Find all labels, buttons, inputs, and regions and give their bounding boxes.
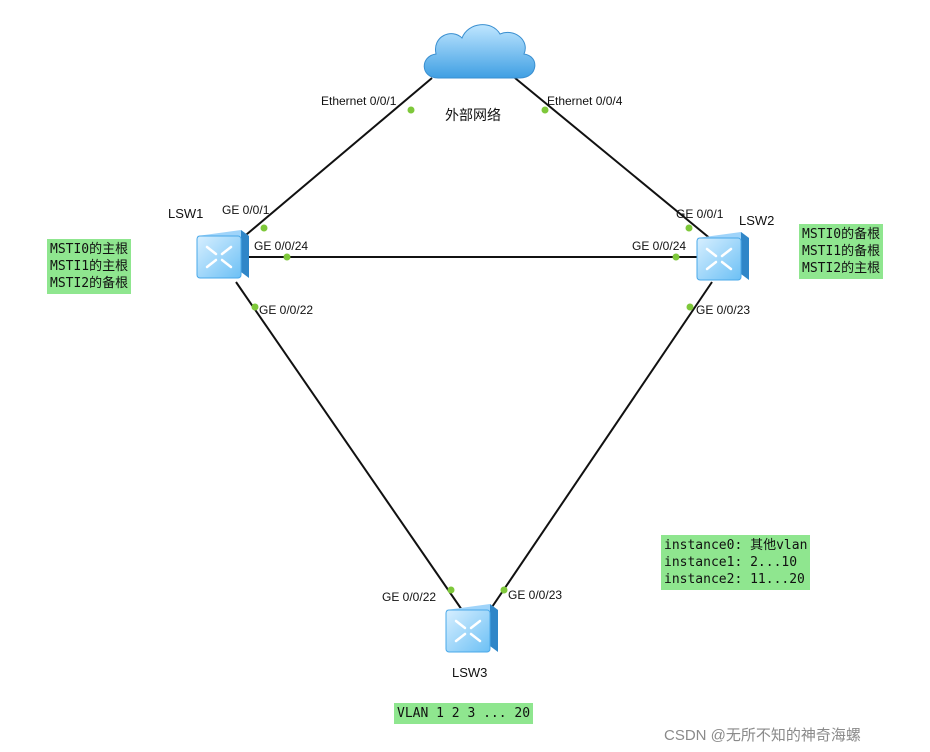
port-label: GE 0/0/22 (382, 590, 437, 604)
port-dot[interactable] (260, 224, 268, 232)
instance-mapping-note: instance0: 其他vlan instance1: 2...10 inst… (661, 535, 811, 590)
port-dot[interactable] (672, 253, 680, 261)
lsw2-root-note: MSTI0的备根 MSTI1的备根 MSTI2的主根 (799, 224, 884, 279)
note-line: instance0: 其他vlan (664, 538, 808, 553)
note-line: MSTI1的备根 (802, 244, 881, 259)
note-line: MSTI0的主根 (50, 242, 129, 257)
vlan-note: VLAN 1 2 3 ... 20 (394, 703, 534, 724)
lsw1-root-note: MSTI0的主根 MSTI1的主根 MSTI2的备根 (47, 239, 132, 294)
link-lsw2-lsw3 (489, 281, 713, 611)
note-line: instance2: 11...20 (664, 572, 805, 587)
note-line: MSTI2的主根 (802, 261, 881, 276)
watermark: CSDN @无所不知的神奇海螺 (664, 727, 861, 744)
note-line: instance1: 2...10 (664, 555, 798, 570)
note-line: MSTI0的备根 (802, 227, 881, 242)
port-dot[interactable] (447, 586, 455, 594)
port-dot[interactable] (407, 106, 415, 114)
device-label-lsw1: LSW1 (168, 206, 204, 221)
link-lsw1-lsw3 (235, 281, 463, 611)
port-label: GE 0/0/24 (632, 239, 687, 253)
port-dots (251, 106, 694, 594)
port-dot[interactable] (500, 586, 508, 594)
port-label: GE 0/0/23 (508, 588, 563, 602)
link-cloud-lsw2 (514, 77, 713, 241)
port-dot[interactable] (251, 303, 259, 311)
port-dot[interactable] (541, 106, 549, 114)
port-label: GE 0/0/22 (259, 303, 314, 317)
switch-icon[interactable] (445, 604, 498, 653)
port-label: Ethernet 0/0/1 (321, 94, 397, 108)
links (235, 77, 713, 611)
link-cloud-lsw1 (239, 77, 433, 241)
port-label: Ethernet 0/0/4 (547, 94, 623, 108)
port-dot[interactable] (283, 253, 291, 261)
switch-icon[interactable] (196, 230, 249, 279)
cloud-label: 外部网络 (445, 107, 501, 123)
note-line: MSTI1的主根 (50, 259, 129, 274)
device-label-lsw2: LSW2 (739, 213, 775, 228)
port-label: GE 0/0/1 (222, 203, 270, 217)
port-label: GE 0/0/24 (254, 239, 309, 253)
port-label: GE 0/0/1 (676, 207, 724, 221)
note-line: MSTI2的备根 (50, 276, 129, 291)
port-label: GE 0/0/23 (696, 303, 751, 317)
switch-icon[interactable] (696, 232, 749, 281)
port-dot[interactable] (686, 303, 694, 311)
device-label-lsw3: LSW3 (452, 665, 488, 680)
cloud-icon[interactable] (423, 24, 536, 79)
port-dot[interactable] (685, 224, 693, 232)
